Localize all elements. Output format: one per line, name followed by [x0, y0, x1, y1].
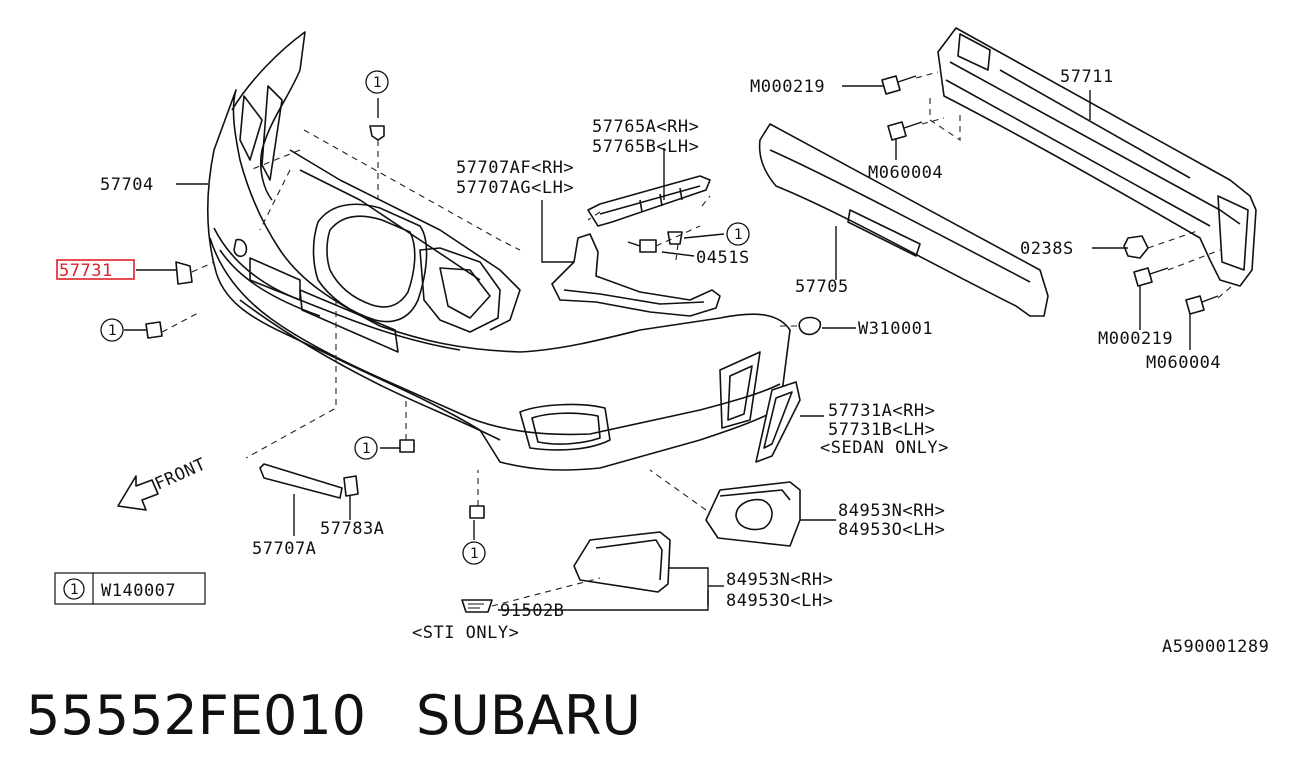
callout-circle-right-label: 1	[734, 227, 743, 243]
label-m060004-top: M060004	[868, 163, 943, 183]
label-0238s: 0238S	[1020, 239, 1074, 259]
bolt-m000219-top	[881, 75, 917, 95]
label-57765b: 57765B<LH>	[592, 137, 699, 157]
label-57731a: 57731A<RH>	[828, 401, 935, 421]
side-marker-57731a-drawing	[755, 381, 801, 463]
clip-near-0451s	[667, 231, 683, 245]
bracket-57707af-drawing	[551, 233, 721, 317]
clip-bottom	[469, 505, 485, 519]
clip-bottom-center	[399, 439, 415, 453]
brand-name: SUBARU	[416, 684, 641, 747]
nut-0238s	[1123, 235, 1149, 259]
absorber-57705-drawing	[758, 123, 1049, 317]
bolt-m000219-bottom	[1133, 267, 1169, 287]
beam-57711-drawing	[937, 27, 1257, 287]
bumper-cover-drawing	[207, 31, 791, 471]
screw-0451s	[627, 239, 657, 253]
label-91502b: 91502B	[500, 601, 564, 621]
label-sti-only: <STI ONLY>	[412, 623, 519, 643]
label-84953n-upper: 84953N<RH>	[838, 501, 945, 521]
legend-box: 1 W140007	[54, 572, 206, 605]
callout-circle-left-label: 1	[108, 323, 117, 339]
label-84953o-upper: 84953O<LH>	[838, 520, 945, 540]
callout-circle-top: 1	[365, 70, 389, 94]
dashed-guides	[161, 71, 1233, 607]
label-84953o-lower: 84953O<LH>	[726, 591, 833, 611]
bolt-m060004-top	[887, 121, 923, 141]
part-number: 55552FE010	[26, 684, 367, 747]
clip-left	[145, 321, 163, 339]
label-57783a: 57783A	[320, 519, 384, 539]
diagram-id: A590001289	[1162, 637, 1269, 657]
clip-top-57704	[369, 125, 385, 141]
fog-cover-upper-drawing	[705, 481, 801, 547]
callout-circle-middle-label: 1	[362, 441, 371, 457]
front-arrow: FRONT	[117, 454, 209, 511]
grommet-w310001	[798, 316, 822, 336]
callout-circle-bottom: 1	[462, 541, 486, 565]
label-m060004-bottom: M060004	[1146, 353, 1221, 373]
label-sedan-only: <SEDAN ONLY>	[820, 438, 949, 458]
label-m000219-top: M000219	[750, 77, 825, 97]
sti-emblem-drawing	[461, 599, 493, 613]
label-57704: 57704	[100, 175, 154, 195]
label-0451s: 0451S	[696, 248, 750, 268]
label-m000219-bottom: M000219	[1098, 329, 1173, 349]
label-57707af: 57707AF<RH>	[456, 158, 574, 178]
cap-57731	[175, 261, 193, 285]
bracket-57707a-drawing	[259, 463, 359, 499]
label-57707ag: 57707AG<LH>	[456, 178, 574, 198]
label-84953n-lower: 84953N<RH>	[726, 570, 833, 590]
label-57707a: 57707A	[252, 539, 316, 559]
label-57705: 57705	[795, 277, 849, 297]
callout-circle-left: 1	[100, 318, 124, 342]
bolt-m060004-bottom	[1185, 295, 1219, 315]
fog-cover-lower-drawing	[573, 531, 671, 593]
legend-part: W140007	[101, 581, 176, 601]
legend-number: 1	[70, 582, 79, 598]
callout-circle-right: 1	[726, 222, 750, 246]
highlight-box	[56, 259, 135, 280]
bracket-57765-drawing	[587, 175, 711, 227]
front-label: FRONT	[152, 454, 209, 494]
label-57765a: 57765A<RH>	[592, 117, 699, 137]
callout-circle-bottom-label: 1	[470, 546, 479, 562]
label-w310001: W310001	[858, 319, 933, 339]
callout-circle-top-label: 1	[373, 75, 382, 91]
leader-lines	[124, 85, 1191, 611]
caption: 55552FE010 SUBARU	[26, 684, 691, 747]
label-57731: 57731	[59, 261, 113, 281]
label-57711: 57711	[1060, 67, 1114, 87]
label-57731b: 57731B<LH>	[828, 420, 935, 440]
callout-circle-middle: 1	[354, 436, 378, 460]
